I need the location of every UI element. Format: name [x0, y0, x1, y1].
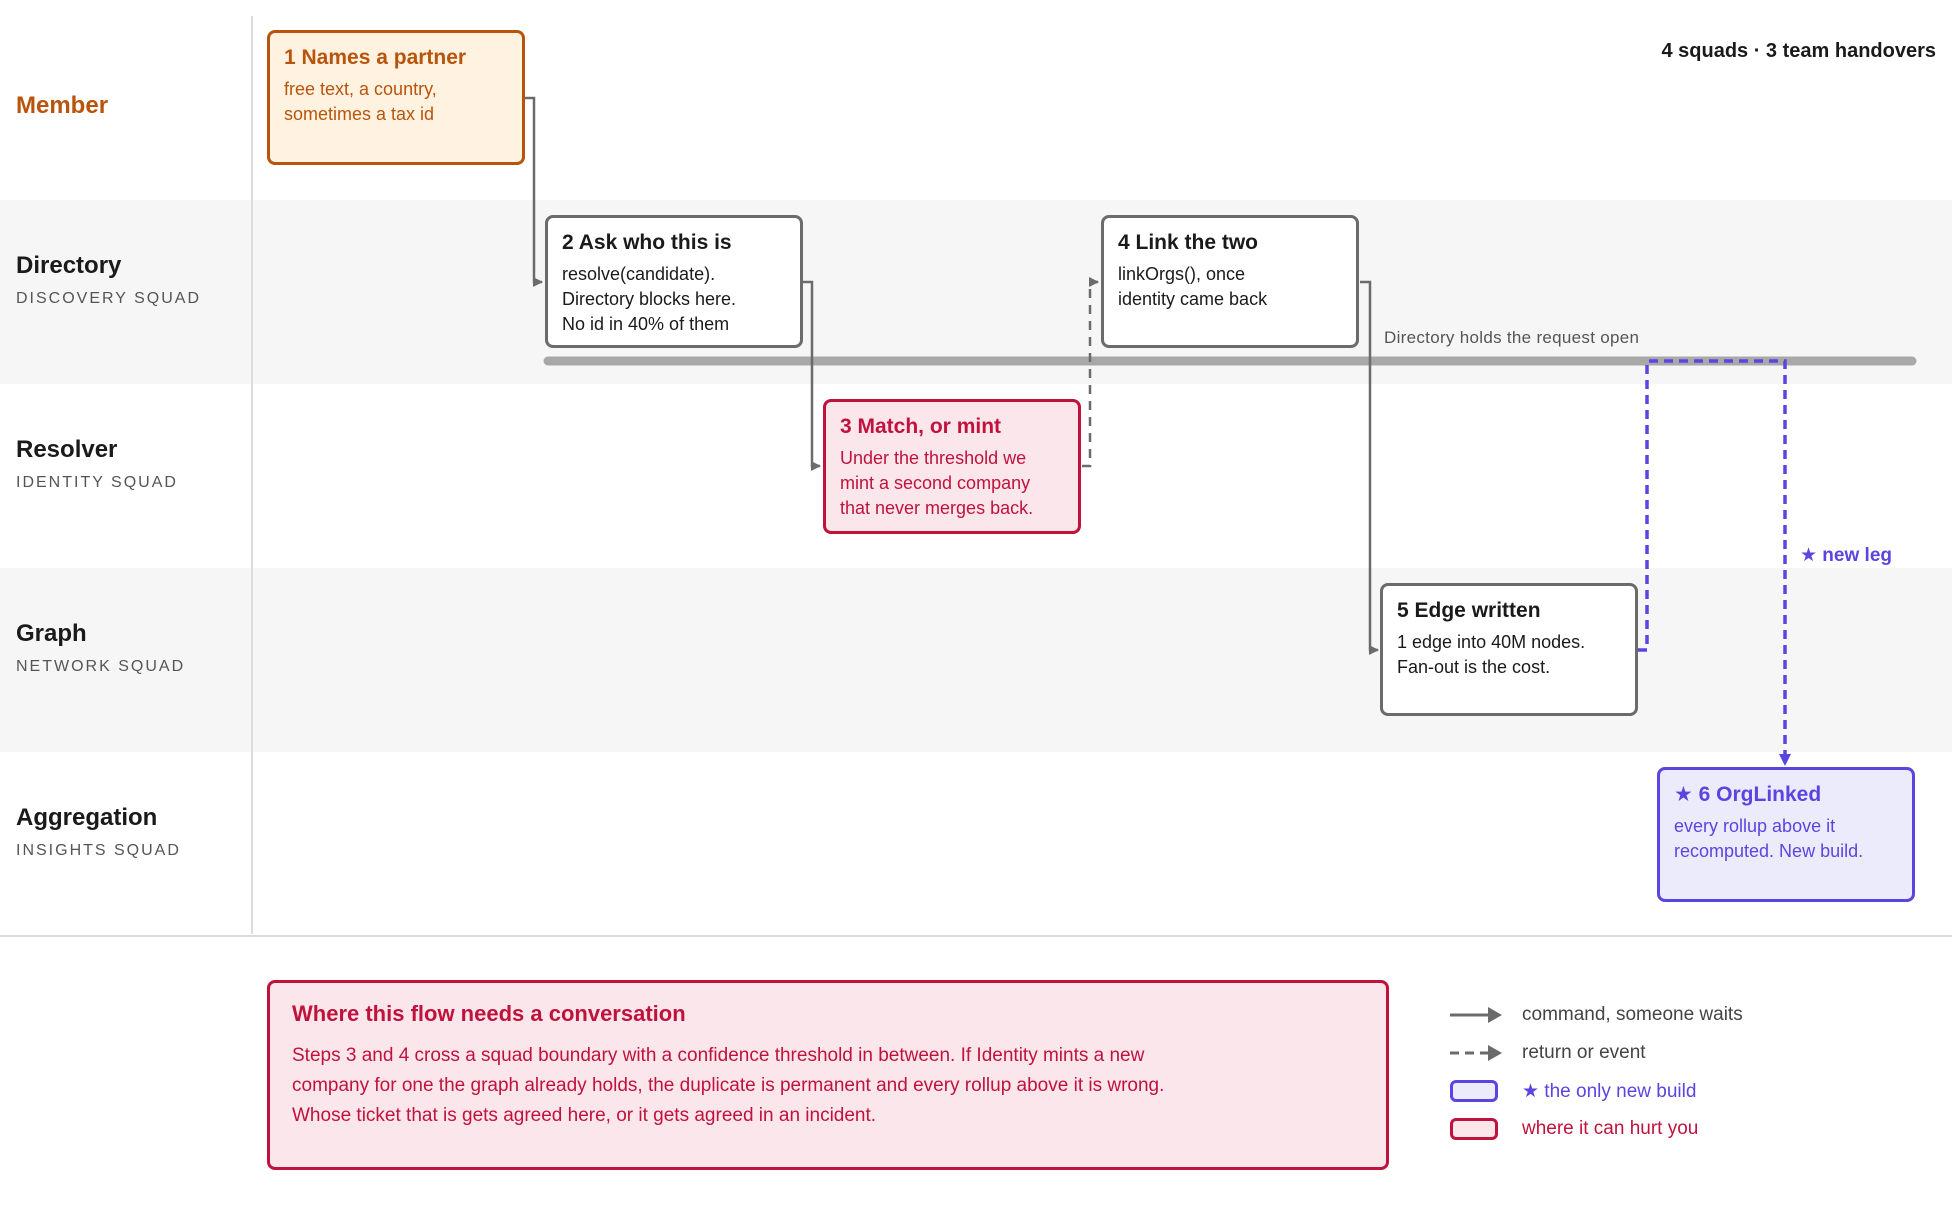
- bottom-rule: [0, 935, 1952, 937]
- danger-swatch-icon: [1448, 1116, 1504, 1142]
- lane-name-aggregation: Aggregation: [16, 804, 158, 831]
- lane-band-directory: [0, 200, 1952, 384]
- lane-name-resolver: Resolver: [16, 436, 118, 463]
- step-1-box: 1 Names a partner free text, a country, …: [267, 30, 525, 165]
- connector-4-to-5: [1360, 280, 1379, 655]
- connector-2-to-3: [802, 280, 821, 471]
- step-1-body: free text, a country, sometimes a tax id: [284, 77, 508, 127]
- legend-row-danger: where it can hurt you: [1448, 1110, 1743, 1148]
- legend-row-command: command, someone waits: [1448, 996, 1743, 1034]
- solid-arrow-icon: [1448, 1002, 1504, 1028]
- step-2-body-line: No id in 40% of them: [562, 314, 730, 334]
- legend-label-command: command, someone waits: [1522, 1004, 1743, 1025]
- lane-label-directory: Directory DISCOVERY SQUAD: [16, 252, 201, 308]
- lane-label-aggregation: Aggregation INSIGHTS SQUAD: [16, 804, 181, 860]
- step-1-body-line: sometimes a tax id: [284, 104, 435, 124]
- dashed-arrow-icon: [1448, 1040, 1504, 1066]
- legend: command, someone waits return or event ★…: [1448, 996, 1743, 1148]
- step-4-box: 4 Link the two linkOrgs(), once identity…: [1101, 215, 1359, 348]
- step-4-body-line: identity came back: [1118, 289, 1268, 309]
- step-1-title: 1 Names a partner: [284, 46, 467, 69]
- lane-sub-graph: NETWORK SQUAD: [16, 658, 186, 675]
- lane-sub-directory: DISCOVERY SQUAD: [16, 290, 202, 307]
- danger-swatch: [1450, 1118, 1498, 1140]
- step-6-title: ★ 6 OrgLinked: [1674, 783, 1822, 806]
- step-6-box: ★ 6 OrgLinked every rollup above it reco…: [1657, 767, 1915, 902]
- step-5-body: 1 edge into 40M nodes. Fan-out is the co…: [1397, 630, 1621, 680]
- step-6-body-line: recomputed. New build.: [1674, 841, 1864, 861]
- legend-label-newbuild: ★ the only new build: [1522, 1080, 1697, 1102]
- conversation-callout: Where this flow needs a conversation Ste…: [267, 980, 1389, 1170]
- lane-sub-resolver: IDENTITY SQUAD: [16, 474, 178, 491]
- legend-row-newbuild: ★ the only new build: [1448, 1072, 1743, 1110]
- legend-label-danger: where it can hurt you: [1522, 1118, 1699, 1139]
- step-3-title: 3 Match, or mint: [840, 415, 1002, 438]
- lane-name-graph: Graph: [16, 620, 87, 647]
- step-2-body-line: resolve(candidate).: [562, 264, 716, 284]
- step-3-body-line: mint a second company: [840, 473, 1031, 493]
- legend-row-return: return or event: [1448, 1034, 1743, 1072]
- new-leg-label: ★ new leg: [1800, 545, 1892, 566]
- step-2-title: 2 Ask who this is: [562, 231, 732, 254]
- step-3-box: 3 Match, or mint Under the threshold we …: [823, 399, 1081, 534]
- lane-label-resolver: Resolver IDENTITY SQUAD: [16, 436, 178, 492]
- step-6-body: every rollup above it recomputed. New bu…: [1674, 814, 1898, 864]
- callout-body: Steps 3 and 4 cross a squad boundary wit…: [292, 1045, 1165, 1126]
- lane-name-member: Member: [16, 92, 109, 119]
- step-5-box: 5 Edge written 1 edge into 40M nodes. Fa…: [1380, 583, 1638, 716]
- step-5-body-line: 1 edge into 40M nodes.: [1397, 632, 1586, 652]
- step-2-body-line: Directory blocks here.: [562, 289, 737, 309]
- step-1-body-line: free text, a country,: [284, 79, 437, 99]
- connector-1-to-2: [524, 96, 543, 287]
- step-5-body-line: Fan-out is the cost.: [1397, 657, 1551, 677]
- newbuild-swatch: [1450, 1080, 1498, 1102]
- connector-5-to-6: [1638, 359, 1791, 766]
- step-3-body: Under the threshold we mint a second com…: [840, 446, 1064, 521]
- lane-label-graph: Graph NETWORK SQUAD: [16, 620, 185, 676]
- lane-name-directory: Directory: [16, 252, 122, 279]
- step-4-title: 4 Link the two: [1118, 231, 1259, 254]
- step-2-box: 2 Ask who this is resolve(candidate). Di…: [545, 215, 803, 348]
- lane-divider: [251, 16, 253, 934]
- step-4-body: linkOrgs(), once identity came back: [1118, 262, 1342, 312]
- summary-text: 4 squads · 3 team handovers: [1661, 40, 1936, 62]
- step-2-body: resolve(candidate). Directory blocks her…: [562, 262, 786, 337]
- callout-title: Where this flow needs a conversation: [292, 1001, 686, 1026]
- legend-label-return: return or event: [1522, 1042, 1646, 1063]
- step-3-body-line: that never merges back.: [840, 498, 1034, 518]
- step-3-body-line: Under the threshold we: [840, 448, 1027, 468]
- connector-3-to-4: [1082, 277, 1099, 468]
- hold-label: Directory holds the request open: [1384, 328, 1640, 347]
- lane-sub-aggregation: INSIGHTS SQUAD: [16, 842, 181, 859]
- step-5-title: 5 Edge written: [1397, 599, 1541, 622]
- step-4-body-line: linkOrgs(), once: [1118, 264, 1246, 284]
- lane-label-member: Member: [16, 92, 108, 120]
- step-6-body-line: every rollup above it: [1674, 816, 1836, 836]
- newbuild-swatch-icon: [1448, 1078, 1504, 1104]
